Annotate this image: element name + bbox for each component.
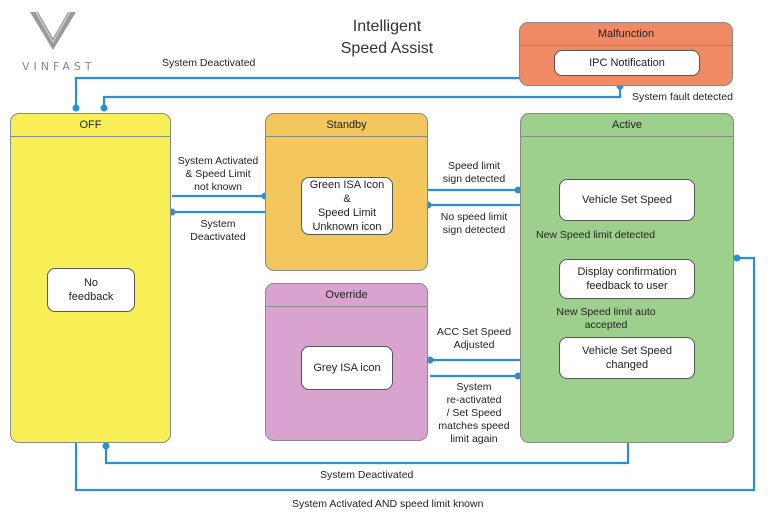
grey-isa-icon-box: Grey ISA icon	[301, 346, 393, 390]
label-new-speed-limit-detected: New Speed limit detected	[536, 229, 656, 241]
vehicle-set-speed-box: Vehicle Set Speed	[559, 179, 695, 221]
junction-dot	[733, 254, 741, 262]
state-override: Override Grey ISA icon	[265, 283, 428, 441]
state-active-title: Active	[521, 114, 733, 137]
state-malfunction: Malfunction IPC Notification	[519, 22, 733, 86]
label-active-to-standby: No speed limit sign detected	[440, 211, 508, 236]
junction-dot	[100, 104, 108, 112]
wire-sys-deactivated-bottom	[104, 443, 630, 465]
state-standby: Standby Green ISA Icon & Speed Limit Unk…	[265, 113, 428, 271]
label-standby-to-active: Speed limit sign detected	[442, 160, 506, 185]
label-acc-set-speed-adjusted: ACC Set Speed Adjusted	[436, 326, 512, 351]
junction-dot	[72, 104, 80, 112]
diagram-title: Intelligent Speed Assist	[340, 18, 434, 57]
vinfast-logo-icon	[30, 11, 76, 50]
state-off: OFF No feedback	[10, 113, 171, 443]
wire-sys-deactivated-top	[74, 76, 520, 106]
label-standby-to-off: System Deactivated	[190, 218, 246, 243]
state-active: Active Vehicle Set Speed Display confirm…	[520, 113, 734, 443]
vehicle-set-speed-changed-box: Vehicle Set Speed changed	[559, 337, 695, 379]
wire-sys-activated-known	[74, 256, 756, 492]
label-sys-deactivated-bottom: System Deactivated	[320, 469, 414, 481]
no-feedback-box: No feedback	[47, 268, 135, 312]
brand-logo-text: VINFAST	[22, 60, 96, 73]
state-override-title: Override	[266, 284, 427, 307]
label-override-to-active: System re-activated / Set Speed matches …	[438, 381, 510, 445]
display-confirmation-box: Display confirmation feedback to user	[559, 259, 695, 299]
state-off-title: OFF	[11, 114, 170, 137]
green-isa-icon-box: Green ISA Icon & Speed Limit Unknown ico…	[301, 177, 393, 235]
wire-fault-top	[102, 86, 622, 110]
state-malfunction-title: Malfunction	[520, 23, 732, 46]
junction-dot	[514, 186, 522, 194]
label-sys-activated-known: System Activated AND speed limit known	[292, 498, 484, 510]
label-off-to-standby: System Activated & Speed Limit not known	[177, 155, 259, 193]
ipc-notification-box: IPC Notification	[554, 50, 700, 76]
label-auto-accepted: New Speed limit auto accepted	[556, 306, 656, 331]
junction-dot	[102, 442, 110, 450]
label-system-fault: System fault detected	[632, 91, 733, 103]
junction-dot	[426, 356, 434, 364]
state-standby-title: Standby	[266, 114, 427, 137]
junction-dot	[514, 372, 522, 380]
label-sys-deactivated-top: System Deactivated	[162, 57, 256, 69]
